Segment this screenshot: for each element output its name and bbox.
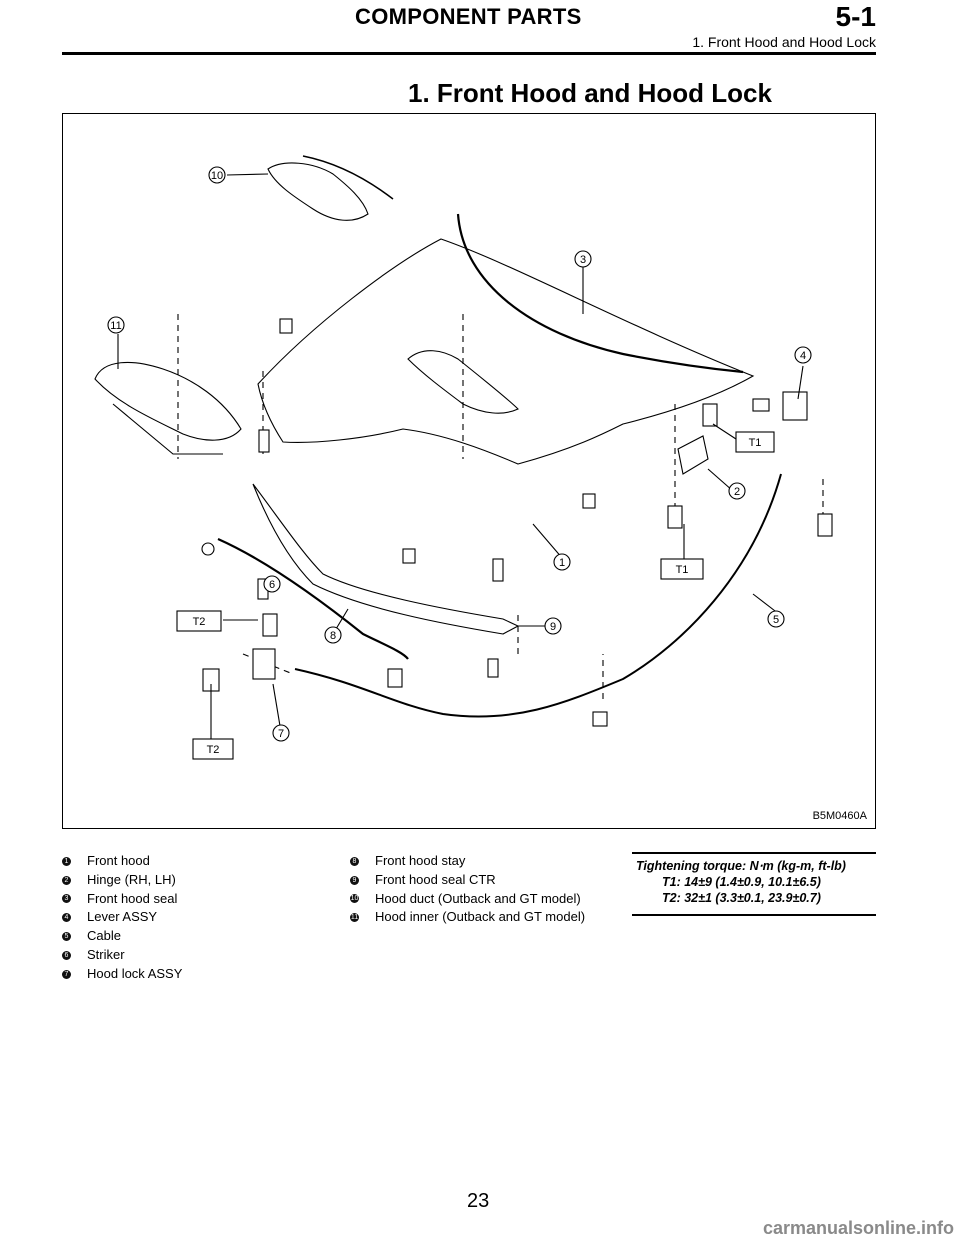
torque-heading: Tightening torque: N⋅m (kg-m, ft-lb) <box>636 859 846 873</box>
footer-watermark[interactable]: carmanualsonline.info <box>762 1218 954 1238</box>
callout-10: 10 <box>211 170 223 182</box>
legend-label: Hood lock ASSY <box>87 965 183 981</box>
legend-number-10: 10 <box>350 894 359 904</box>
callout-2: 2 <box>734 486 740 498</box>
legend-number-8: 8 <box>350 856 359 866</box>
callout-9: 9 <box>550 621 556 633</box>
legend-label: Hood inner (Outback and GT model) <box>375 909 586 925</box>
legend-number-5: 5 <box>62 932 71 942</box>
cable <box>294 473 782 718</box>
exploded-diagram: 10 3 11 4 2 1 5 6 9 8 7 T1 T1 T2 T2 B5M0… <box>62 113 876 829</box>
legend-number-7: 7 <box>62 969 71 979</box>
legend-label: Hood duct (Outback and GT model) <box>375 890 581 906</box>
legend-label: Hinge (RH, LH) <box>87 871 176 887</box>
legend-label: Lever ASSY <box>87 909 158 925</box>
legend-item: 7 Hood lock ASSY <box>62 965 182 984</box>
callout-4: 4 <box>800 350 806 362</box>
header-section-code: 5-1 <box>835 1 876 32</box>
callout-8: 8 <box>330 630 336 642</box>
header-rule <box>62 52 876 55</box>
callout-3: 3 <box>580 254 586 266</box>
legend-number-11: 11 <box>350 913 359 923</box>
legend-label: Front hood seal CTR <box>375 871 496 887</box>
torque-box-t1-lower: T1 <box>676 564 689 576</box>
hood-duct <box>267 162 369 221</box>
torque-box-t1-upper: T1 <box>749 437 762 449</box>
legend-item: 6 Striker <box>62 946 182 965</box>
callout-5: 5 <box>773 614 779 626</box>
page-number: 23 <box>467 1190 490 1212</box>
legend-label: Front hood seal <box>87 890 178 906</box>
legend-label: Striker <box>87 946 125 962</box>
assembly-lines <box>177 314 824 699</box>
legend-number-6: 6 <box>62 950 71 960</box>
legend-column-1: 1 Front hood 2 Hinge (RH, LH) 3 Front hood … <box>62 852 182 984</box>
callout-1: 1 <box>559 557 565 569</box>
legend-item: 4 Lever ASSY <box>62 908 182 927</box>
legend-column-2: 8 Front hood stay 9 Front hood seal CTR 10… <box>350 852 585 927</box>
callout-11: 11 <box>110 320 121 332</box>
callout-6: 6 <box>269 579 275 591</box>
hood-duct-opening <box>407 350 519 414</box>
front-hood-stay <box>217 537 409 660</box>
torque-spec-box: Tightening torque: N⋅m (kg-m, ft-lb) T1:… <box>632 852 876 916</box>
header-subtitle: 1. Front Hood and Hood Lock <box>692 34 876 50</box>
torque-boxes <box>176 431 775 760</box>
legend-item: 1 Front hood <box>62 852 182 871</box>
legend-item: 11 Hood inner (Outback and GT model) <box>350 908 585 927</box>
fasteners <box>201 318 833 727</box>
legend-item: 2 Hinge (RH, LH) <box>62 871 182 890</box>
legend-number-9: 9 <box>350 875 359 885</box>
front-hood-seal <box>456 213 744 374</box>
legend-item: 10 Hood duct (Outback and GT model) <box>350 890 585 909</box>
legend-label: Front hood <box>87 853 150 868</box>
legend-item: 5 Cable <box>62 927 182 946</box>
page-title: 1. Front Hood and Hood Lock <box>408 78 772 108</box>
legend-label: Front hood stay <box>375 853 466 868</box>
torque-t2: T2: 32±1 (3.3±0.1, 23.9±0.7) <box>662 891 821 905</box>
front-hood-seal-ctr <box>252 483 520 635</box>
torque-box-t2-lower: T2 <box>207 744 220 756</box>
legend-number-1: 1 <box>62 856 71 866</box>
torque-box-t2-upper: T2 <box>193 616 206 628</box>
diagram-drawing: 10 3 11 4 2 1 5 6 9 8 7 T1 T1 T2 T2 <box>94 155 833 760</box>
callout-7: 7 <box>278 728 284 740</box>
legend-label: Cable <box>87 928 121 944</box>
legend-number-4: 4 <box>62 913 71 923</box>
callout-circles <box>107 166 812 742</box>
figure-id: B5M0460A <box>812 810 867 822</box>
torque-t1: T1: 14±9 (1.4±0.9, 10.1±6.5) <box>662 875 821 889</box>
leader-lines <box>117 173 804 744</box>
header-section-title: COMPONENT PARTS <box>355 4 582 29</box>
legend-item: 9 Front hood seal CTR <box>350 871 585 890</box>
legend-item: 8 Front hood stay <box>350 852 585 871</box>
legend-item: 3 Front hood seal <box>62 890 182 909</box>
front-hood-outline <box>257 238 755 465</box>
legend-number-3: 3 <box>62 894 71 904</box>
legend-number-2: 2 <box>62 875 71 885</box>
hood-inner <box>94 361 242 441</box>
